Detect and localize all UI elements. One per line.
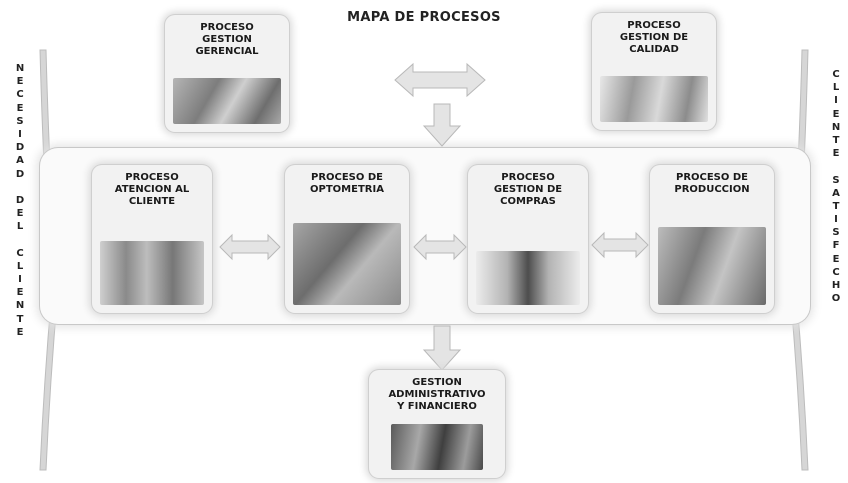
right-letter: C <box>832 69 840 80</box>
page-title: MAPA DE PROCESOS <box>347 10 501 25</box>
right-letter: E <box>832 253 840 265</box>
down-arrow-to-support <box>422 325 462 371</box>
arrow-optometria-compras <box>413 233 467 261</box>
card-produccion-label: PROCESO DE PRODUCCION <box>674 172 750 195</box>
right-letter: S <box>832 174 840 186</box>
left-letter: T <box>16 313 24 325</box>
right-letter: I <box>834 95 838 107</box>
left-letter: D <box>15 194 25 206</box>
card-gestion-gerencial-label: PROCESO GESTION GERENCIAL <box>195 22 259 57</box>
right-letter: S <box>832 227 840 239</box>
right-letter: F <box>832 240 840 252</box>
right-letter: H <box>831 280 841 291</box>
left-letter: C <box>16 247 24 259</box>
card-gestion-calidad: PROCESO GESTION DE CALIDAD <box>592 13 716 130</box>
gerencial-meeting-image <box>173 78 281 124</box>
atencion-cliente-image <box>100 241 204 305</box>
left-letter: N <box>15 300 25 312</box>
left-letter: D <box>15 168 25 180</box>
card-gestion-compras: PROCESO GESTION DE COMPRAS <box>468 165 588 313</box>
card-gestion-administrativo-label: GESTION ADMINISTRATIVO Y FINANCIERO <box>388 377 486 412</box>
card-gestion-compras-label: PROCESO GESTION DE COMPRAS <box>493 172 563 207</box>
left-letter: E <box>16 76 24 88</box>
left-letter: L <box>16 221 24 233</box>
right-letter: C <box>832 266 840 278</box>
calidad-computer-image <box>600 76 708 122</box>
right-letter: E <box>832 148 840 160</box>
left-letter: L <box>16 260 24 272</box>
left-letter: S <box>16 115 24 127</box>
left-letter: C <box>16 89 24 101</box>
compras-image <box>476 251 580 305</box>
left-letter: I <box>18 274 22 285</box>
left-letter: N <box>15 63 25 74</box>
arrow-compras-produccion <box>591 231 649 259</box>
right-letter <box>826 160 846 173</box>
left-letter <box>10 233 30 246</box>
left-letter: E <box>16 326 24 338</box>
administrativo-image <box>391 424 483 470</box>
left-letter: E <box>16 287 24 299</box>
produccion-image <box>658 227 766 305</box>
right-letter: E <box>832 108 840 120</box>
left-letter: I <box>18 128 22 140</box>
card-gestion-gerencial: PROCESO GESTION GERENCIAL <box>165 15 289 132</box>
left-letter: A <box>16 155 24 167</box>
right-letter: I <box>834 214 838 226</box>
optometria-image <box>293 223 401 305</box>
right-letter: A <box>832 187 840 199</box>
right-letter: L <box>832 82 840 94</box>
down-arrow-to-core <box>422 103 462 147</box>
strategic-double-arrow <box>394 62 486 98</box>
card-gestion-calidad-label: PROCESO GESTION DE CALIDAD <box>619 20 689 55</box>
left-letter: E <box>16 102 24 114</box>
right-letter: T <box>832 134 840 146</box>
right-letter: N <box>831 121 841 133</box>
left-letter: D <box>15 142 25 154</box>
card-gestion-administrativo: GESTION ADMINISTRATIVO Y FINANCIERO <box>369 370 505 478</box>
card-optometria-label: PROCESO DE OPTOMETRIA <box>310 172 384 195</box>
card-optometria: PROCESO DE OPTOMETRIA <box>285 165 409 313</box>
card-atencion-cliente-label: PROCESO ATENCION AL CLIENTE <box>114 172 190 207</box>
card-produccion: PROCESO DE PRODUCCION <box>650 165 774 313</box>
left-letter: E <box>16 208 24 220</box>
right-letter: O <box>831 293 841 305</box>
card-atencion-cliente: PROCESO ATENCION AL CLIENTE <box>92 165 212 313</box>
left-letter <box>10 181 30 194</box>
right-letter: T <box>832 200 840 212</box>
arrow-atencion-optometria <box>219 233 281 261</box>
